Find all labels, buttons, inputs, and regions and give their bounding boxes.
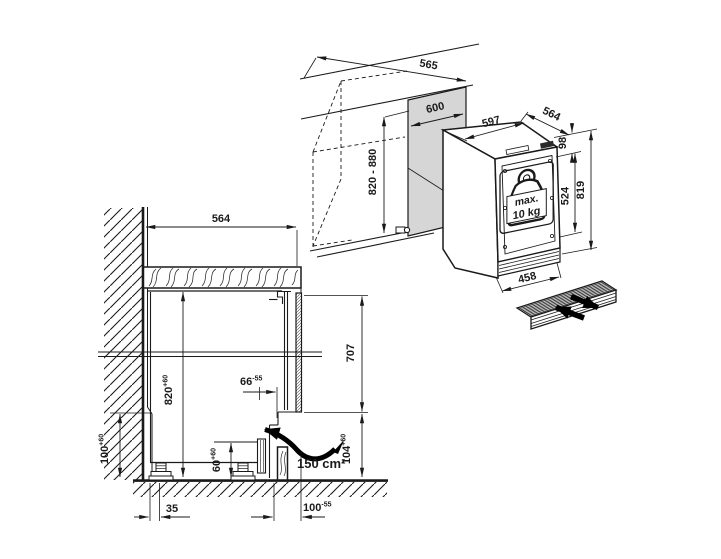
appliance-foot-left xyxy=(148,462,174,481)
worktop-depth-label: 564 xyxy=(212,213,231,225)
dim-worktop-depth: 564 xyxy=(145,213,298,266)
wood-grain xyxy=(148,267,299,288)
top-section-height-label: 98 xyxy=(557,137,569,149)
vent-grille-width-label: 458 xyxy=(517,270,538,286)
door-panel-height-label: 524 xyxy=(560,186,572,205)
side-clearance-label: 35 xyxy=(166,503,178,515)
air-in-arrow-icon xyxy=(555,304,585,321)
handle-recess-icon xyxy=(505,145,530,155)
section-view: 564 707 820+60 66-55 100+60 60+60 104+60 xyxy=(98,207,388,521)
dim-side-clearance: 35 xyxy=(134,483,190,521)
base-front-structure xyxy=(214,411,302,478)
air-out-arrow-icon xyxy=(569,293,600,311)
airflow-arrow-icon xyxy=(264,427,344,462)
dim-niche-width: 600 xyxy=(410,100,464,127)
vent-area-label: 150 cm² xyxy=(297,456,346,471)
max-load-icon: max. 10 kg xyxy=(499,161,554,234)
appliance-height-label: 819 xyxy=(575,181,587,199)
door-bottom-clearance-label: 104+60 xyxy=(341,434,354,464)
niche-height-label: 820 - 880 xyxy=(367,149,379,195)
dim-base-clearance: 60+60 xyxy=(211,442,234,478)
max-load-text-2: 10 kg xyxy=(513,205,541,223)
install-height-label: 820+60 xyxy=(163,375,176,405)
door-inner-panel xyxy=(501,155,556,255)
vent-grille-icon xyxy=(515,280,618,330)
floor-hatch xyxy=(133,482,387,497)
dim-door-bottom-clearance: 104+60 xyxy=(341,413,365,478)
break-lines xyxy=(98,351,322,358)
dim-skirting-height: 100+60 xyxy=(99,412,152,478)
appliance-foot-right xyxy=(230,462,256,481)
base-clearance-label: 60+60 xyxy=(211,448,224,472)
plinth-recess-label: 100-55 xyxy=(303,502,332,515)
plinth-panel xyxy=(276,446,289,481)
appliance-top-width-label: 597 xyxy=(481,114,502,130)
door-bracket xyxy=(276,290,291,304)
control-panel-icon xyxy=(540,140,554,149)
niche-width-label: 600 xyxy=(425,100,446,116)
furniture-side-panel xyxy=(147,207,153,479)
dim-appliance-top-width: 597 xyxy=(446,114,525,142)
wall-hatch xyxy=(104,208,142,480)
dim-plinth-recess: 100-55 xyxy=(251,452,332,521)
dashed-niche-outline xyxy=(312,70,408,247)
dim-top-section-height: 98 xyxy=(553,123,598,163)
front-foot xyxy=(256,438,267,474)
appliance-base-grille xyxy=(497,247,561,277)
dim-furniture-door-height: 707 xyxy=(304,295,368,413)
dim-niche-height: 820 - 880 xyxy=(367,110,410,234)
appliance-box: max. 10 kg xyxy=(440,121,561,279)
dim-install-height: 820+60 xyxy=(163,291,186,478)
dim-vent-grille-width: 458 xyxy=(495,262,562,294)
door-gap-label: 66-55 xyxy=(240,376,262,389)
furniture-door-height-label: 707 xyxy=(345,344,357,362)
panel-foot-icon xyxy=(395,226,411,234)
iso-view: 565 600 820 - 880 max. 10 kg xyxy=(299,43,618,330)
dim-door-panel-height: 524 xyxy=(560,153,583,238)
worktop xyxy=(142,266,302,289)
dim-niche-depth: 565 xyxy=(303,56,467,82)
niche-depth-label: 565 xyxy=(418,58,438,73)
dim-door-gap: 66-55 xyxy=(240,376,278,418)
max-load-text-1: max. xyxy=(515,192,539,209)
skirting-height-label: 100+60 xyxy=(99,434,112,464)
appliance-depth-label: 564 xyxy=(540,105,563,124)
dim-appliance-height: 819 xyxy=(561,130,598,255)
